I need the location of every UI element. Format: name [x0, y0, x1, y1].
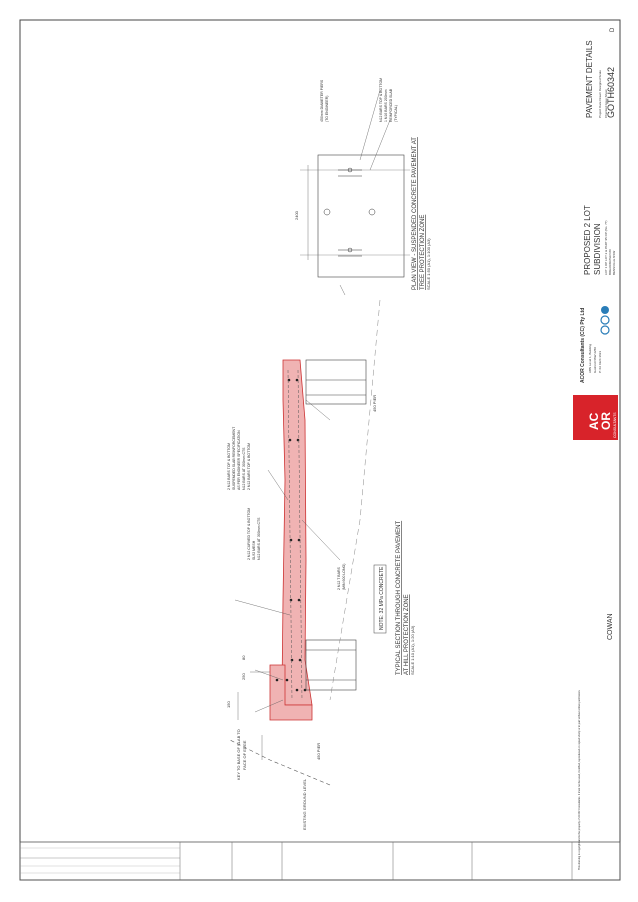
plan-scale: SCALE 1:50 (A1), 1:100 (A3): [426, 238, 431, 290]
concrete-slab: [281, 359, 313, 706]
svg-text:Gosford NSW 2250: Gosford NSW 2250: [593, 347, 597, 373]
svg-text:P: 02 4324 3633: P: 02 4324 3633: [598, 351, 602, 373]
svg-text:(TO ENGINEER): (TO ENGINEER): [325, 96, 329, 122]
piers: [305, 359, 367, 691]
svg-text:SUSPENDED SLAB REINFORCEMENT: SUSPENDED SLAB REINFORCEMENT: [232, 426, 236, 490]
existing-ground-line: [229, 739, 331, 786]
drawing-title: PAVEMENT DETAILS: [585, 40, 594, 118]
plan-title-line1: PLAN VIEW - SUSPENDED CONCRETE PAVEMENT …: [412, 137, 418, 290]
section-title-line1: TYPICAL SECTION THROUGH CONCRETE PAVEMEN…: [396, 521, 402, 675]
svg-text:(MIN 600 LONG): (MIN 600 LONG): [342, 564, 346, 590]
section-view: [229, 299, 381, 786]
project-title-2: SUBDIVISION: [593, 223, 602, 275]
svg-text:LOT 1 DP LOT 2 & PART 95 DP: LOT 1 DP LOT 2 & PART 95 DP (No. 77): [604, 221, 608, 275]
svg-text:450mm DIAMETER PIERS: 450mm DIAMETER PIERS: [320, 79, 324, 122]
section-title: TYPICAL SECTION THROUGH CONCRETE PAVEMEN…: [396, 521, 415, 675]
revision-letter: D: [610, 27, 616, 32]
edge-beam: [269, 664, 313, 721]
logo-text-2: OR: [599, 412, 613, 430]
svg-text:AS PER ENGINEER SPECIFICATION: AS PER ENGINEER SPECIFICATION: [237, 430, 241, 490]
svg-text:BREAKWATER RD: BREAKWATER RD: [608, 248, 612, 275]
project-panel: PROPOSED 2 LOT SUBDIVISION LOT 1 DP LOT …: [583, 205, 616, 275]
section-title-line2: AT HILL PROTECTION ZONE: [404, 594, 410, 675]
plan-dim: 2400: [294, 210, 299, 220]
dim-top: 150: [226, 701, 231, 708]
label-pier-left: 450 PIER: [316, 743, 321, 760]
logo-text-1: AC: [587, 412, 601, 430]
svg-text:(TYPICAL): (TYPICAL): [394, 105, 398, 122]
concrete-note: NOTE: 32 MPa CONCRETE: [373, 564, 387, 634]
plan-view: [300, 89, 410, 296]
svg-text:Project Date Drawn De: Project Date Drawn Designed Scale: [598, 70, 602, 118]
client-name: COWAN: [607, 613, 614, 640]
svg-text:ABN Level 1, Building: ABN Level 1, Building: [588, 344, 592, 373]
svg-text:REINFORCED SLAB: REINFORCED SLAB: [389, 88, 393, 122]
certification-icons: [600, 306, 610, 335]
svg-text:SL92 MESH: SL92 MESH: [252, 540, 256, 560]
logo-caption: CONSULTANTS: [613, 412, 617, 438]
svg-text:N12 BARS AT 300mm CTS: N12 BARS AT 300mm CTS: [257, 517, 261, 560]
svg-text:2 N12 CURVED TOP & BOTTOM: 2 N12 CURVED TOP & BOTTOM: [247, 508, 251, 560]
svg-text:This drawing is copyright and: This drawing is copyright and is the pro…: [578, 689, 581, 870]
svg-text:2 N12 BARS TOP & BOTTOM: 2 N12 BARS TOP & BOTTOM: [247, 443, 251, 490]
rebar-note-1: 2 N12 CURVED TOP & BOTTOM SL92 MESH N12 …: [247, 508, 261, 560]
plan-note-2: N12 BARS TOP & BOTTOM 1 N16 BARS 200mm R…: [379, 78, 398, 122]
drawing-number: GOTH60342: [606, 67, 616, 118]
label-pier-right: 450 PIER: [372, 395, 377, 412]
drawing-number-panel: GOTH60342: [606, 67, 616, 118]
svg-text:1 N16 BARS 200mm: 1 N16 BARS 200mm: [384, 89, 388, 122]
project-title-1: PROPOSED 2 LOT: [583, 205, 592, 275]
plan-title-line2: TREE PROTECTION ZONE: [420, 215, 426, 290]
plan-outline: [317, 154, 405, 278]
dim-side: 250: [241, 673, 246, 680]
svg-text:N12 BARS TOP & BOTTOM: N12 BARS TOP & BOTTOM: [379, 78, 383, 122]
company-name: ACOR Consultants (CC) Pty Ltd: [580, 308, 586, 383]
rebar-note-2: 2 N12 BARS TOP & BOTTOM SUSPENDED SLAB R…: [227, 426, 251, 490]
dim-small: 80: [241, 655, 246, 660]
label-key-1: KEY TO BASE OF SLAB TO: [236, 729, 241, 780]
company-logo: AC OR CONSULTANTS: [573, 395, 618, 440]
company-panel: ACOR Consultants (CC) Pty Ltd ABN Level …: [580, 308, 602, 383]
drawing-title-panel: PAVEMENT DETAILS Project Date Drawn Desi…: [585, 40, 608, 118]
label-ground: EXISTING GROUND LEVEL: [302, 778, 307, 830]
svg-text:Checked Issue Sheet: Checked Issue Sheet: [604, 89, 608, 118]
plan-note-1: 450mm DIAMETER PIERS (TO ENGINEER): [320, 79, 329, 122]
rebar-note-3: 2 N12 T BARS (MIN 600 LONG): [337, 564, 346, 590]
svg-text:2 N12 BARS TOP & BOTTOM: 2 N12 BARS TOP & BOTTOM: [227, 443, 231, 490]
plan-title: PLAN VIEW - SUSPENDED CONCRETE PAVEMENT …: [412, 137, 431, 290]
section-scale: SCALE 1:10 (A1), 1:20 (A3): [410, 625, 415, 675]
fine-print: This drawing is copyright and is the pro…: [578, 689, 581, 870]
label-key-2: FACE OF EDGE: [242, 740, 247, 770]
svg-text:NOTE: 32 MPa CONCRETE: NOTE: 32 MPa CONCRETE: [379, 566, 385, 630]
svg-text:N12 BARS AT 300mm CTS: N12 BARS AT 300mm CTS: [242, 447, 246, 490]
svg-text:2 N12 T BARS: 2 N12 T BARS: [337, 567, 341, 590]
svg-text:BENSVILLE NSW: BENSVILLE NSW: [612, 251, 616, 275]
client-panel: COWAN: [607, 613, 614, 640]
title-block: [19, 841, 621, 881]
